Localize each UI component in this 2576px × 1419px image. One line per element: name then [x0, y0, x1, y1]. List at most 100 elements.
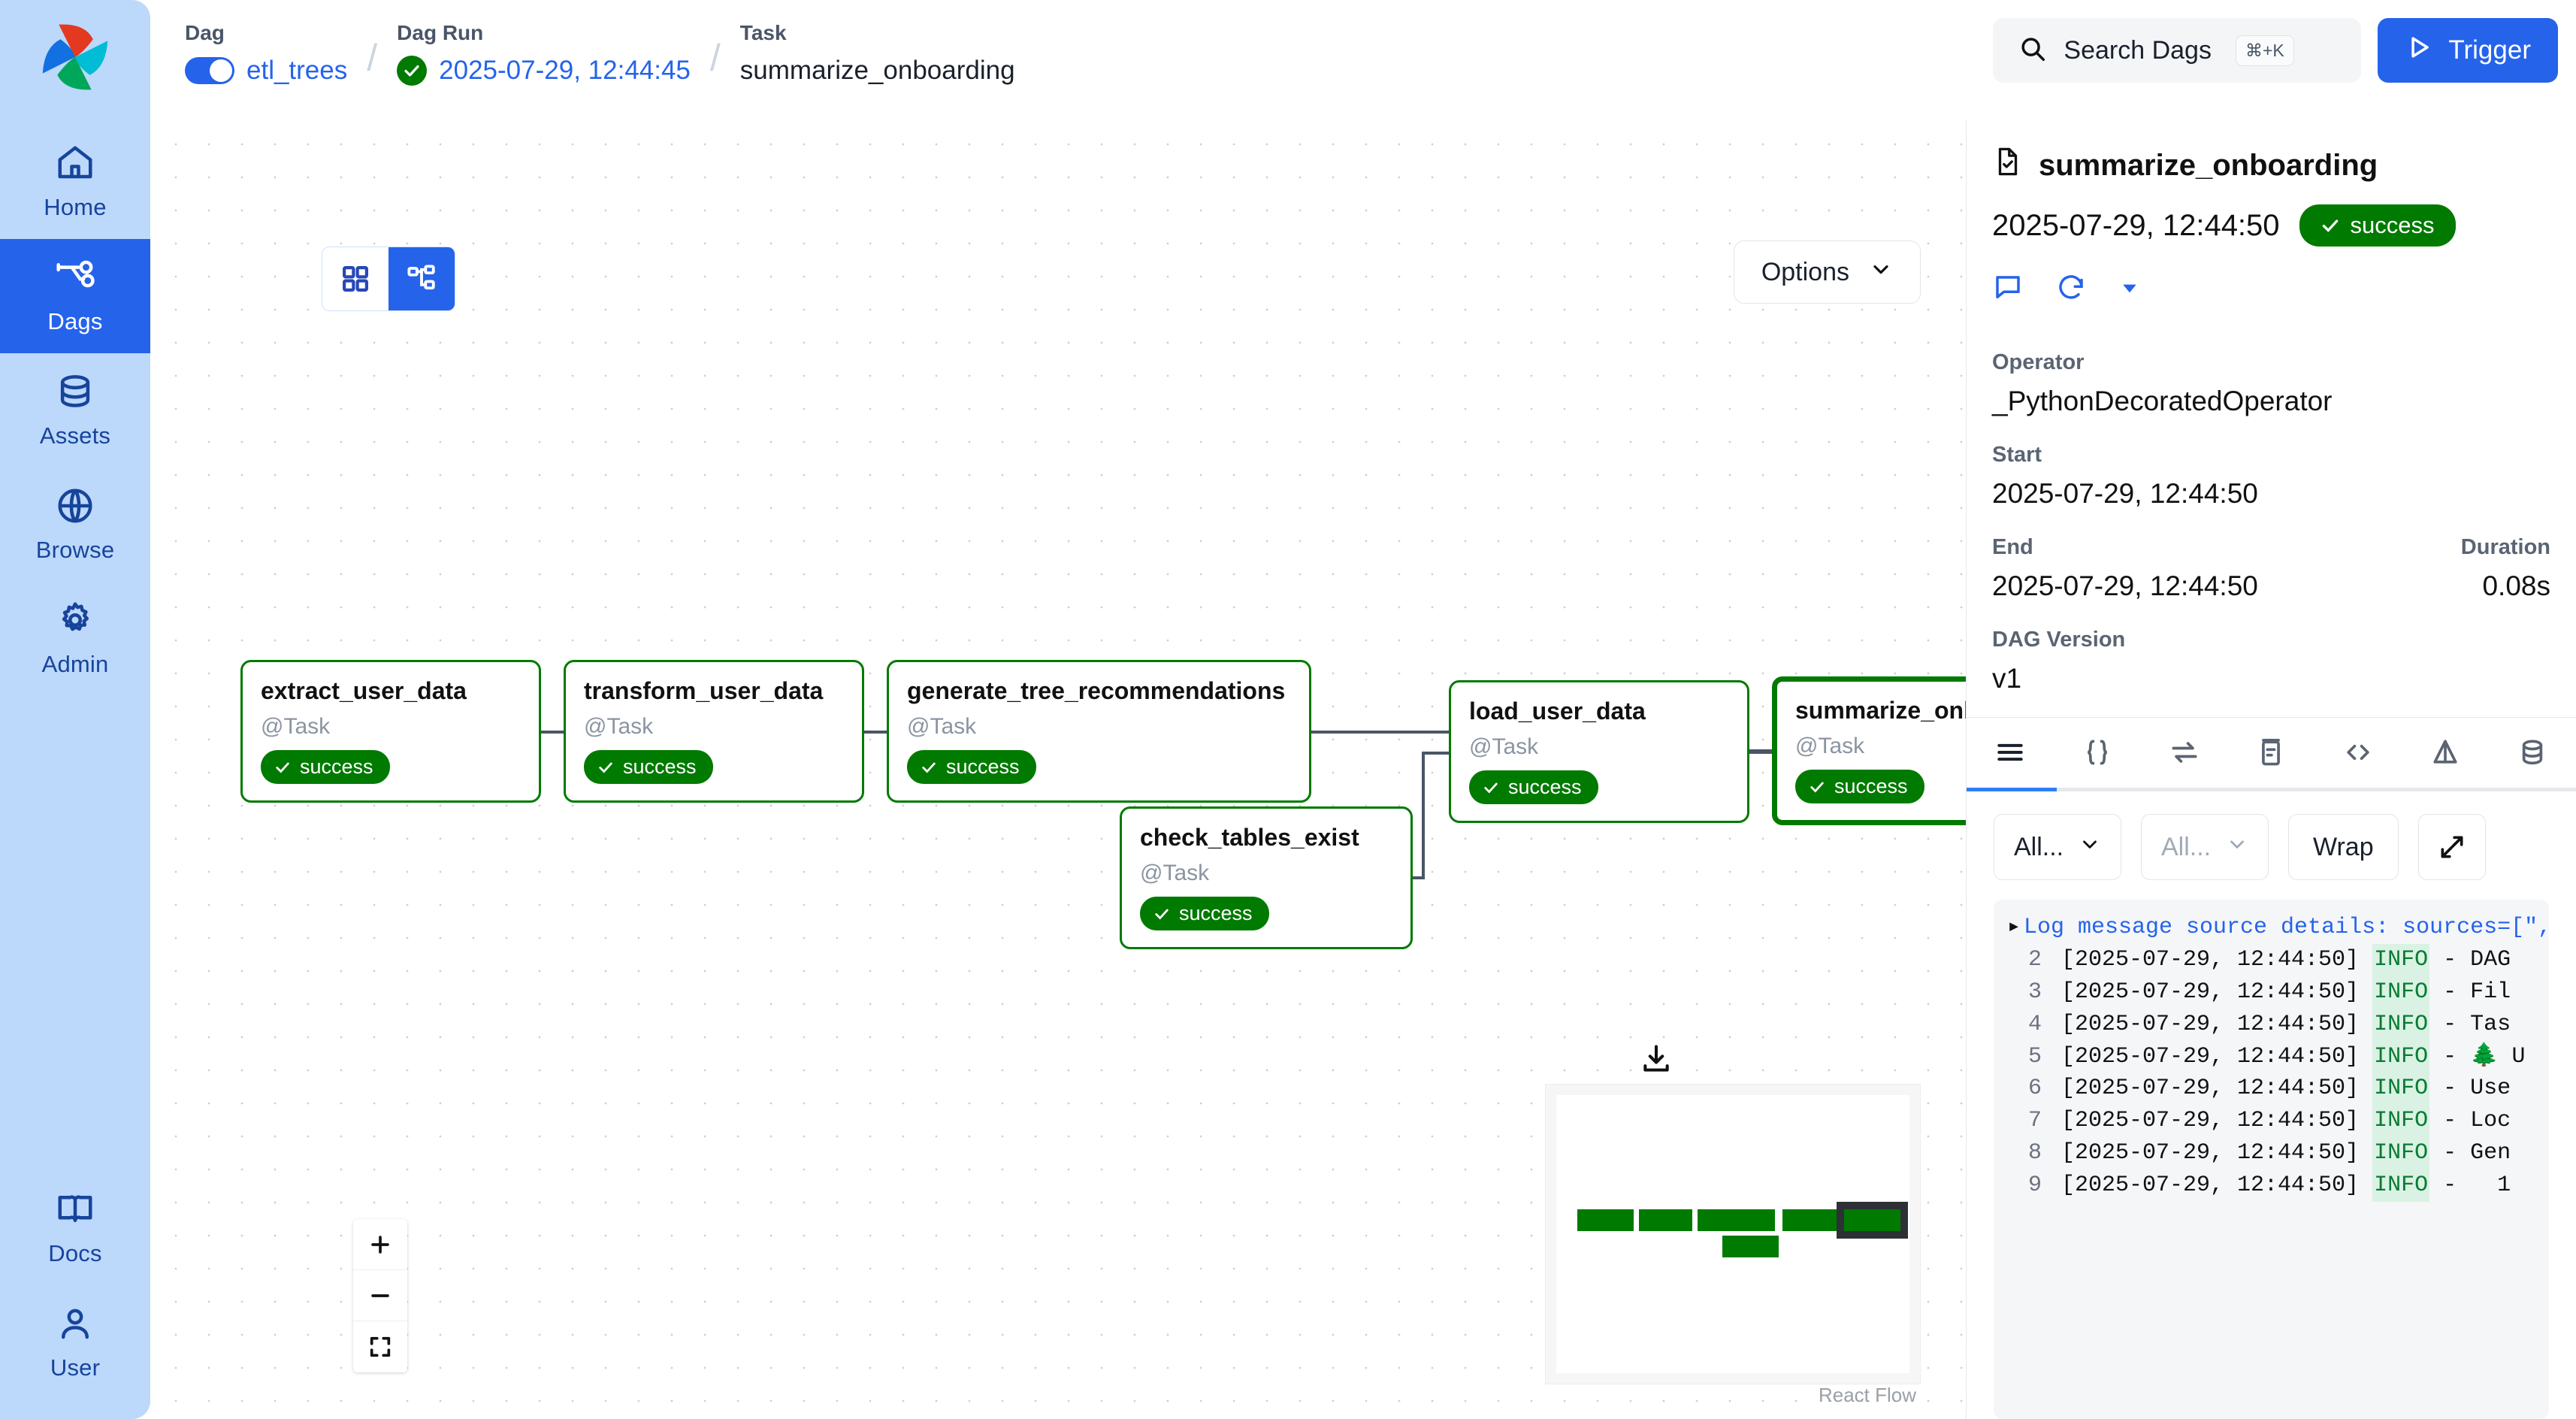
sidebar-item-label: Docs [48, 1240, 102, 1266]
sidebar-item-user[interactable]: User [0, 1285, 150, 1399]
trigger-button[interactable]: Trigger [2378, 18, 2558, 83]
minimap-viewport [1556, 1095, 1909, 1373]
node-type: @Task [261, 714, 331, 739]
detail-field-value: _PythonDecoratedOperator [1992, 386, 2333, 416]
log-message: - 🌲 U [2443, 1043, 2526, 1070]
dag-graph-icon [53, 257, 97, 298]
dag-pause-toggle[interactable] [185, 57, 234, 84]
grid-view-button[interactable] [322, 247, 389, 310]
page-title: summarize_onboarding [1992, 146, 2550, 185]
sidebar-item-admin[interactable]: Admin [0, 582, 150, 696]
minimap-node [1639, 1209, 1692, 1232]
log-timestamp: [2025-07-29, 12:44:50] [2061, 1043, 2360, 1070]
sidebar-item-label: User [50, 1354, 101, 1381]
log-line: 7[2025-07-29, 12:44:50] INFO - Loc [1994, 1105, 2549, 1138]
task-node-extract-user-data[interactable]: extract_user_data @Task success [240, 660, 541, 803]
edge-check-load-v [1422, 752, 1425, 878]
log-output[interactable]: ▸Log message source details: sources=[",… [1994, 900, 2549, 1419]
react-flow-attribution: React Flow [1818, 1384, 1916, 1406]
detail-header: summarize_onboarding 2025-07-29, 12:44:5… [1967, 120, 2576, 304]
detail-field-label: DAG Version [1992, 628, 2126, 652]
tabs-underline [1967, 788, 2576, 791]
log-level-select[interactable]: All... [1994, 814, 2121, 880]
chevron-down-icon [1869, 257, 1893, 288]
tab-mapped-tasks[interactable] [2168, 736, 2201, 788]
sidebar-item-browse[interactable]: Browse [0, 467, 150, 582]
detail-fields: Operator _PythonDecoratedOperator Start … [1967, 304, 2576, 718]
task-node-load-user-data[interactable]: load_user_data @Task success [1449, 680, 1749, 823]
wrap-button[interactable]: Wrap [2288, 814, 2399, 880]
content-row: Options extract_user_data @Task [150, 120, 2576, 1419]
log-line-number: 8 [2027, 1140, 2042, 1166]
node-title: check_tables_exist [1140, 824, 1359, 851]
chevron-down-icon[interactable] [2118, 277, 2141, 299]
log-header-text: Log message source details: sources=[", [2024, 915, 2549, 940]
log-line-number: 9 [2027, 1172, 2042, 1199]
graph-view-button[interactable] [389, 247, 455, 310]
tab-assets[interactable] [2516, 736, 2549, 788]
sidebar-item-dags[interactable]: Dags [0, 239, 150, 353]
breadcrumb-separator: / [367, 37, 378, 79]
airflow-pinwheel-logo[interactable] [35, 17, 116, 98]
tab-task-instances[interactable] [2254, 736, 2287, 788]
sidebar-item-home[interactable]: Home [0, 125, 150, 239]
book-icon [55, 1189, 95, 1230]
detail-subheader: 2025-07-29, 12:44:50 success [1992, 204, 2550, 247]
search-placeholder-text: Search Dags [2064, 35, 2212, 65]
edge-check-load-stub [1422, 752, 1449, 755]
node-type: @Task [1140, 861, 1210, 885]
log-source-select[interactable]: All... [2141, 814, 2269, 880]
task-node-summarize-onboarding[interactable]: summarize_onboarding @Task success [1772, 676, 1966, 825]
node-type: @Task [1795, 734, 1865, 758]
log-timestamp: [2025-07-29, 12:44:50] [2061, 1108, 2360, 1134]
edge-extract-transform [541, 731, 564, 734]
graph-minimap[interactable] [1545, 1084, 1921, 1384]
gear-icon [55, 600, 95, 640]
graph-canvas[interactable]: Options extract_user_data @Task [150, 120, 1966, 1419]
task-node-check-tables-exist[interactable]: check_tables_exist @Task success [1120, 806, 1413, 949]
tab-logs[interactable] [1994, 736, 2027, 788]
breadcrumb-task-label: Task [739, 21, 787, 44]
log-line: 8[2025-07-29, 12:44:50] INFO - Gen [1994, 1137, 2549, 1170]
log-line-number: 6 [2027, 1076, 2042, 1102]
sidebar-item-label: Admin [41, 651, 109, 677]
sidebar-item-docs[interactable]: Docs [0, 1171, 150, 1285]
download-icon[interactable] [1640, 1042, 1673, 1079]
log-line: 3[2025-07-29, 12:44:50] INFO - Fil [1994, 976, 2549, 1009]
log-message: - Fil [2443, 979, 2511, 1005]
log-level-value: All... [2014, 832, 2064, 861]
detail-field-value: 0.08s [2482, 570, 2550, 601]
options-button[interactable]: Options [1733, 241, 1921, 304]
search-input[interactable]: Search Dags ⌘+K [1993, 18, 2362, 83]
task-node-generate-tree-recommendations[interactable]: generate_tree_recommendations @Task succ… [887, 660, 1311, 803]
log-line: 4[2025-07-29, 12:44:50] INFO - Tas [1994, 1008, 2549, 1041]
user-icon [55, 1303, 95, 1344]
note-icon[interactable] [1992, 272, 2024, 304]
sidebar-item-label: Dags [47, 308, 103, 334]
tab-events[interactable] [2429, 736, 2462, 788]
task-detail-panel: summarize_onboarding 2025-07-29, 12:44:5… [1966, 120, 2576, 1419]
dagrun-status-icon [397, 56, 428, 86]
clear-run-icon[interactable] [2055, 272, 2087, 304]
zoom-in-button[interactable] [353, 1219, 407, 1270]
sidebar-bottom-group: Docs User [0, 1171, 150, 1399]
sidebar-item-assets[interactable]: Assets [0, 353, 150, 467]
expand-diagonal-icon[interactable] [2417, 814, 2486, 880]
breadcrumb-dag-link[interactable]: etl_trees [246, 56, 348, 85]
task-node-transform-user-data[interactable]: transform_user_data @Task success [564, 660, 864, 803]
log-line-number: 5 [2027, 1043, 2042, 1070]
node-title: extract_user_data [261, 677, 467, 704]
breadcrumb-dagrun-link[interactable]: 2025-07-29, 12:44:45 [439, 56, 691, 85]
tab-code[interactable] [2342, 736, 2375, 788]
log-timestamp: [2025-07-29, 12:44:50] [2061, 1011, 2360, 1037]
log-expand-caret[interactable]: ▸ [2007, 915, 2021, 940]
detail-field-label: Duration [2460, 535, 2550, 559]
log-source-value: All... [2161, 832, 2212, 861]
zoom-out-button[interactable] [353, 1270, 407, 1321]
tab-xcom[interactable] [2081, 736, 2114, 788]
log-timestamp: [2025-07-29, 12:44:50] [2061, 1172, 2360, 1199]
fit-view-button[interactable] [353, 1321, 407, 1372]
task-document-icon [1992, 146, 2024, 185]
log-line-header: ▸Log message source details: sources=[", [1994, 912, 2549, 944]
log-line: 2[2025-07-29, 12:44:50] INFO - DAG [1994, 943, 2549, 976]
